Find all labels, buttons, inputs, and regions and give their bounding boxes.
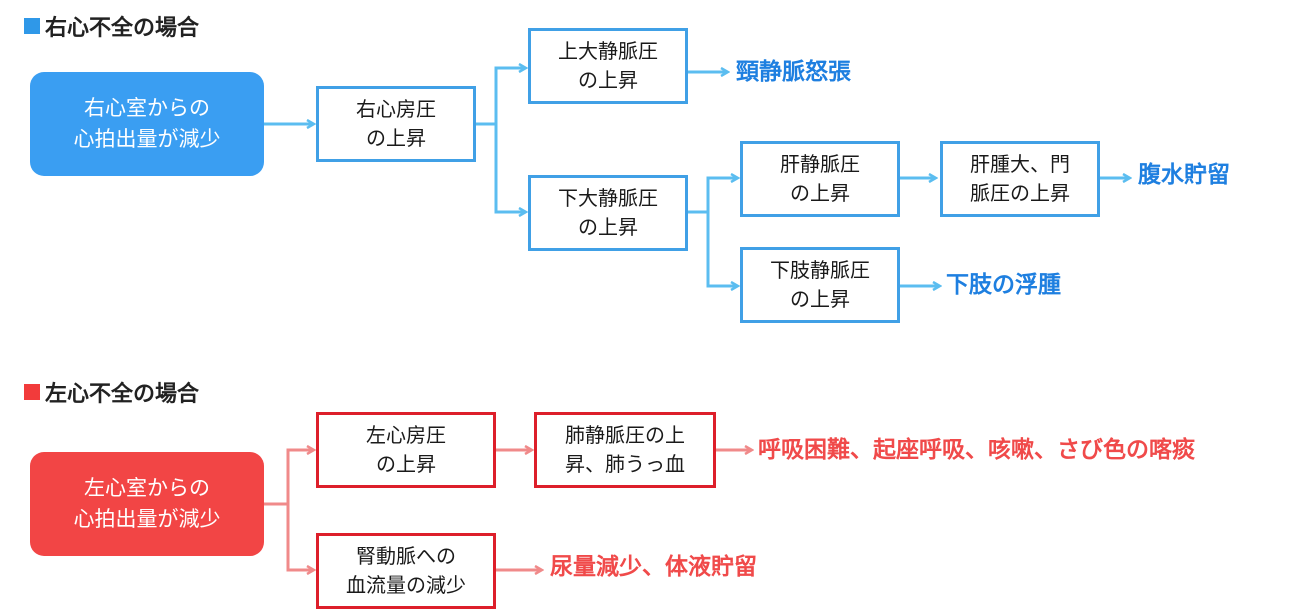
- svc-line-1: 上大静脈圧: [558, 39, 658, 63]
- ivc-pressure-node: 下大静脈圧 の上昇: [528, 175, 688, 251]
- left-title-text: 左心不全の場合: [45, 382, 200, 407]
- right-start-line-2: 心拍出量が減少: [73, 127, 221, 151]
- lower-limb-vein-pressure-node: 下肢静脈圧 の上昇: [740, 247, 900, 323]
- blue-square-icon: [24, 18, 40, 34]
- red-square-icon: [24, 384, 40, 400]
- ivc-line-1: 下大静脈圧: [558, 186, 658, 210]
- hepatomegaly-portal-node: 肝腫大、門 脈圧の上昇: [940, 141, 1100, 217]
- limb-line-2: の上昇: [790, 287, 850, 311]
- svc-line-2: の上昇: [578, 68, 638, 92]
- renal-line-1: 腎動脈への: [356, 544, 456, 568]
- outcome-ascites: 腹水貯留: [1138, 162, 1230, 188]
- right-section-title: 右心不全の場合: [24, 10, 199, 42]
- outcome-respiratory-symptoms: 呼吸困難、起座呼吸、咳嗽、さび色の喀痰: [758, 437, 1195, 463]
- pulmonary-line-2: 昇、肺うっ血: [565, 452, 685, 476]
- la-line-2: の上昇: [376, 452, 436, 476]
- limb-line-1: 下肢静脈圧: [770, 258, 870, 282]
- arrow-ra-to-ivc: [494, 124, 526, 212]
- pulmonary-line-1: 肺静脈圧の上: [565, 423, 685, 447]
- renal-flow-node: 腎動脈への 血流量の減少: [316, 533, 496, 609]
- arrow-start-to-renal: [286, 504, 314, 570]
- arrow-ra-to-svc: [494, 68, 526, 124]
- outcome-jugular-distension: 頸静脈怒張: [736, 59, 851, 85]
- left-start-line-1: 左心室からの: [84, 476, 210, 500]
- right-start-node: 右心室からの 心拍出量が減少: [30, 72, 264, 176]
- la-line-1: 左心房圧: [366, 423, 446, 447]
- right-atrial-pressure-node: 右心房圧 の上昇: [316, 86, 476, 162]
- right-title-text: 右心不全の場合: [45, 16, 200, 41]
- left-start-line-2: 心拍出量が減少: [73, 507, 221, 531]
- arrow-ivc-to-limb: [706, 212, 738, 286]
- left-start-node: 左心室からの 心拍出量が減少: [30, 452, 264, 556]
- outcome-leg-edema: 下肢の浮腫: [946, 272, 1061, 298]
- ra-line-1: 右心房圧: [356, 97, 436, 121]
- ivc-line-2: の上昇: [578, 215, 638, 239]
- left-section-title: 左心不全の場合: [24, 376, 199, 408]
- hepatic-line-1: 肝静脈圧: [780, 152, 860, 176]
- arrow-start-to-la: [286, 450, 314, 504]
- ra-line-2: の上昇: [366, 126, 426, 150]
- arrow-ivc-to-hepatic: [706, 178, 738, 212]
- hepatic-line-2: の上昇: [790, 181, 850, 205]
- renal-line-2: 血流量の減少: [346, 573, 466, 597]
- pulmonary-congestion-node: 肺静脈圧の上 昇、肺うっ血: [534, 412, 716, 488]
- outcome-oliguria-fluid-retention: 尿量減少、体液貯留: [550, 554, 757, 580]
- svc-pressure-node: 上大静脈圧 の上昇: [528, 28, 688, 104]
- hepatic-vein-pressure-node: 肝静脈圧 の上昇: [740, 141, 900, 217]
- right-start-line-1: 右心室からの: [84, 96, 210, 120]
- portal-line-1: 肝腫大、門: [970, 152, 1070, 176]
- portal-line-2: 脈圧の上昇: [970, 181, 1070, 205]
- left-atrial-pressure-node: 左心房圧 の上昇: [316, 412, 496, 488]
